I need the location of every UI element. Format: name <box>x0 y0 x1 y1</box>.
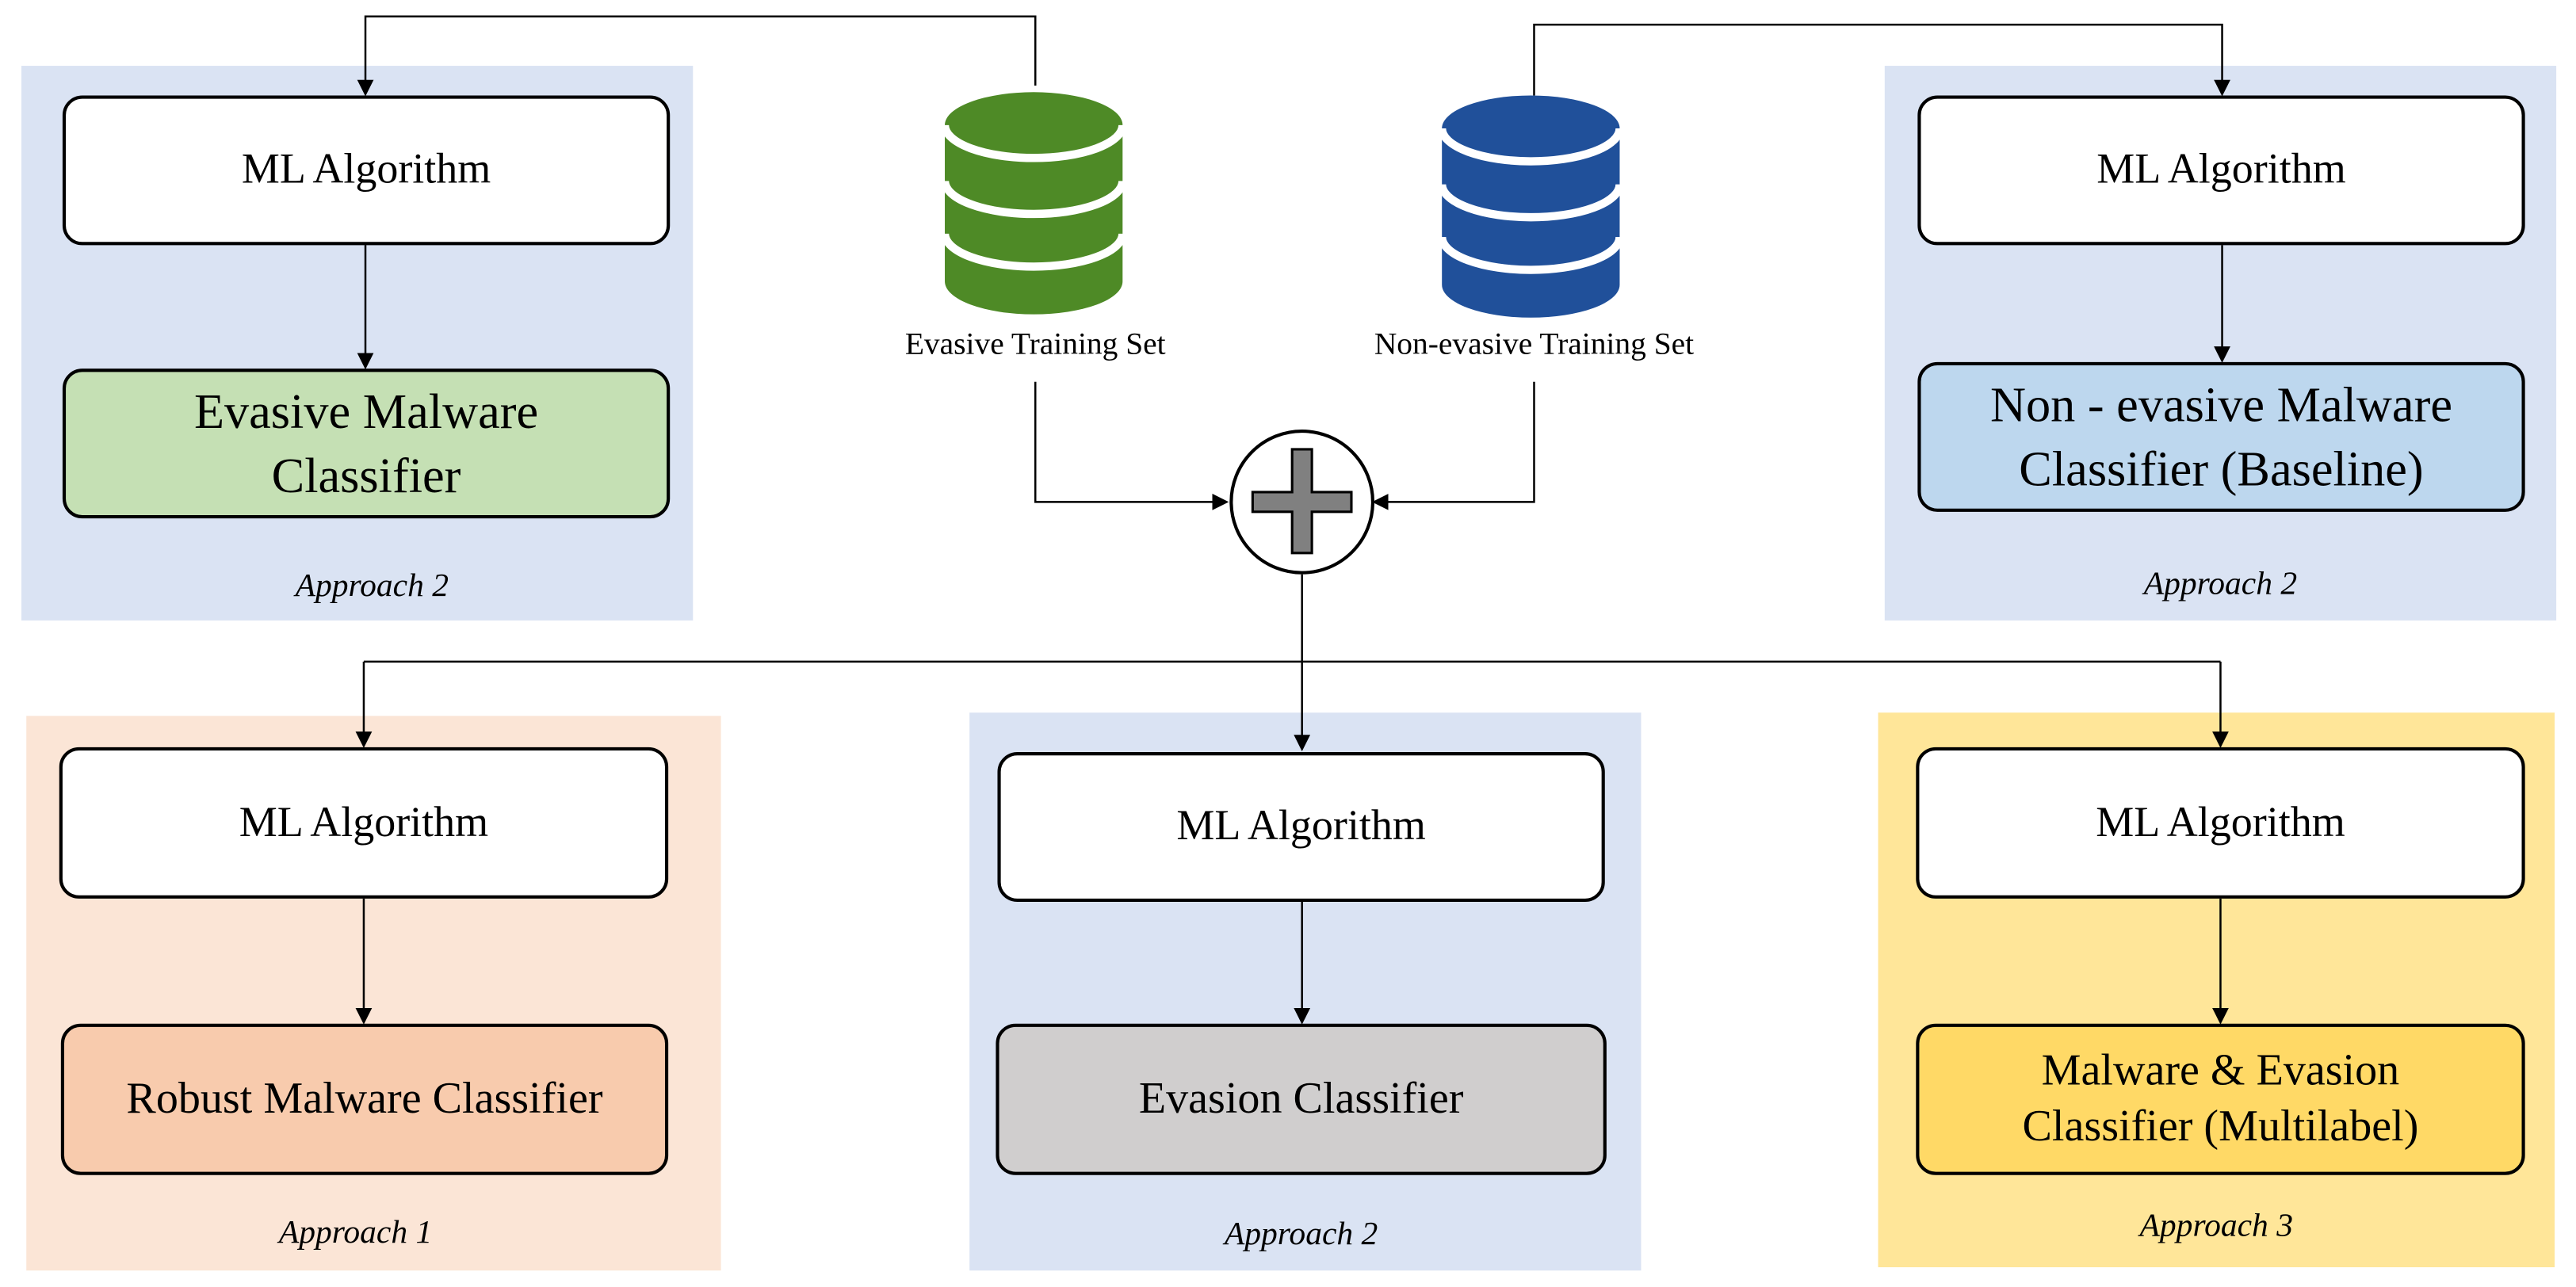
bottom-right-approach-caption: Approach 3 <box>2139 1208 2293 1244</box>
bottom-left-approach-caption: Approach 1 <box>278 1214 433 1251</box>
classifier-label-line: Classifier <box>271 448 461 503</box>
bottom-left-ml-algorithm-box: ML Algorithm <box>59 747 669 899</box>
classifier-label-line: Classifier (Multilabel) <box>2022 1101 2419 1151</box>
non-evasive-malware-classifier-box: Non - evasive Malware Classifier (Baseli… <box>1917 361 2525 512</box>
classifier-label-line: Evasive Malware <box>193 384 539 439</box>
top-right-ml-algorithm-box: ML Algorithm <box>1917 95 2525 246</box>
arrow-nonevasive-to-top-right <box>1533 23 2230 97</box>
top-right-ml-algorithm-label: ML Algorithm <box>2096 145 2346 193</box>
top-left-ml-algorithm-label: ML Algorithm <box>241 145 491 193</box>
bottom-right-ml-algorithm-label: ML Algorithm <box>2096 797 2345 846</box>
evasive-malware-classifier-box: Evasive Malware Classifier <box>62 369 671 519</box>
classifier-label-line: Robust Malware Classifier <box>126 1073 603 1123</box>
malware-evasion-multilabel-classifier-box: Malware & Evasion Classifier (Multilabel… <box>1916 1023 2525 1175</box>
non-evasive-training-set-label: Non-evasive Training Set <box>1374 327 1695 362</box>
top-left-ml-algorithm-box: ML Algorithm <box>62 95 671 246</box>
evasion-classifier-box: Evasion Classifier <box>996 1023 1607 1175</box>
evasive-training-set-label: Evasive Training Set <box>904 327 1166 362</box>
bottom-middle-ml-algorithm-label: ML Algorithm <box>1176 801 1426 850</box>
classifier-label-line: Malware & Evasion <box>2041 1045 2400 1095</box>
bottom-right-ml-algorithm-box: ML Algorithm <box>1916 747 2525 899</box>
classifier-label-line: Non - evasive Malware <box>1989 377 2452 433</box>
robust-malware-classifier-box: Robust Malware Classifier <box>60 1023 669 1175</box>
database-icon <box>1437 95 1624 318</box>
arrow-evasive-to-combine <box>1034 381 1229 510</box>
database-icon <box>940 92 1127 315</box>
bottom-left-ml-algorithm-label: ML Algorithm <box>239 797 489 846</box>
classifier-label-line: Evasion Classifier <box>1138 1073 1464 1123</box>
bottom-middle-approach-caption: Approach 2 <box>1224 1216 1378 1253</box>
classifier-label-line: Classifier (Baseline) <box>2019 441 2424 497</box>
arrow-evasive-to-top-left <box>357 15 1037 97</box>
top-right-approach-caption: Approach 2 <box>2143 566 2298 603</box>
arrow-nonevasive-to-combine <box>1371 381 1535 510</box>
bottom-middle-ml-algorithm-box: ML Algorithm <box>997 752 1605 903</box>
plus-icon <box>1229 430 1375 575</box>
top-left-approach-caption: Approach 2 <box>295 567 449 605</box>
